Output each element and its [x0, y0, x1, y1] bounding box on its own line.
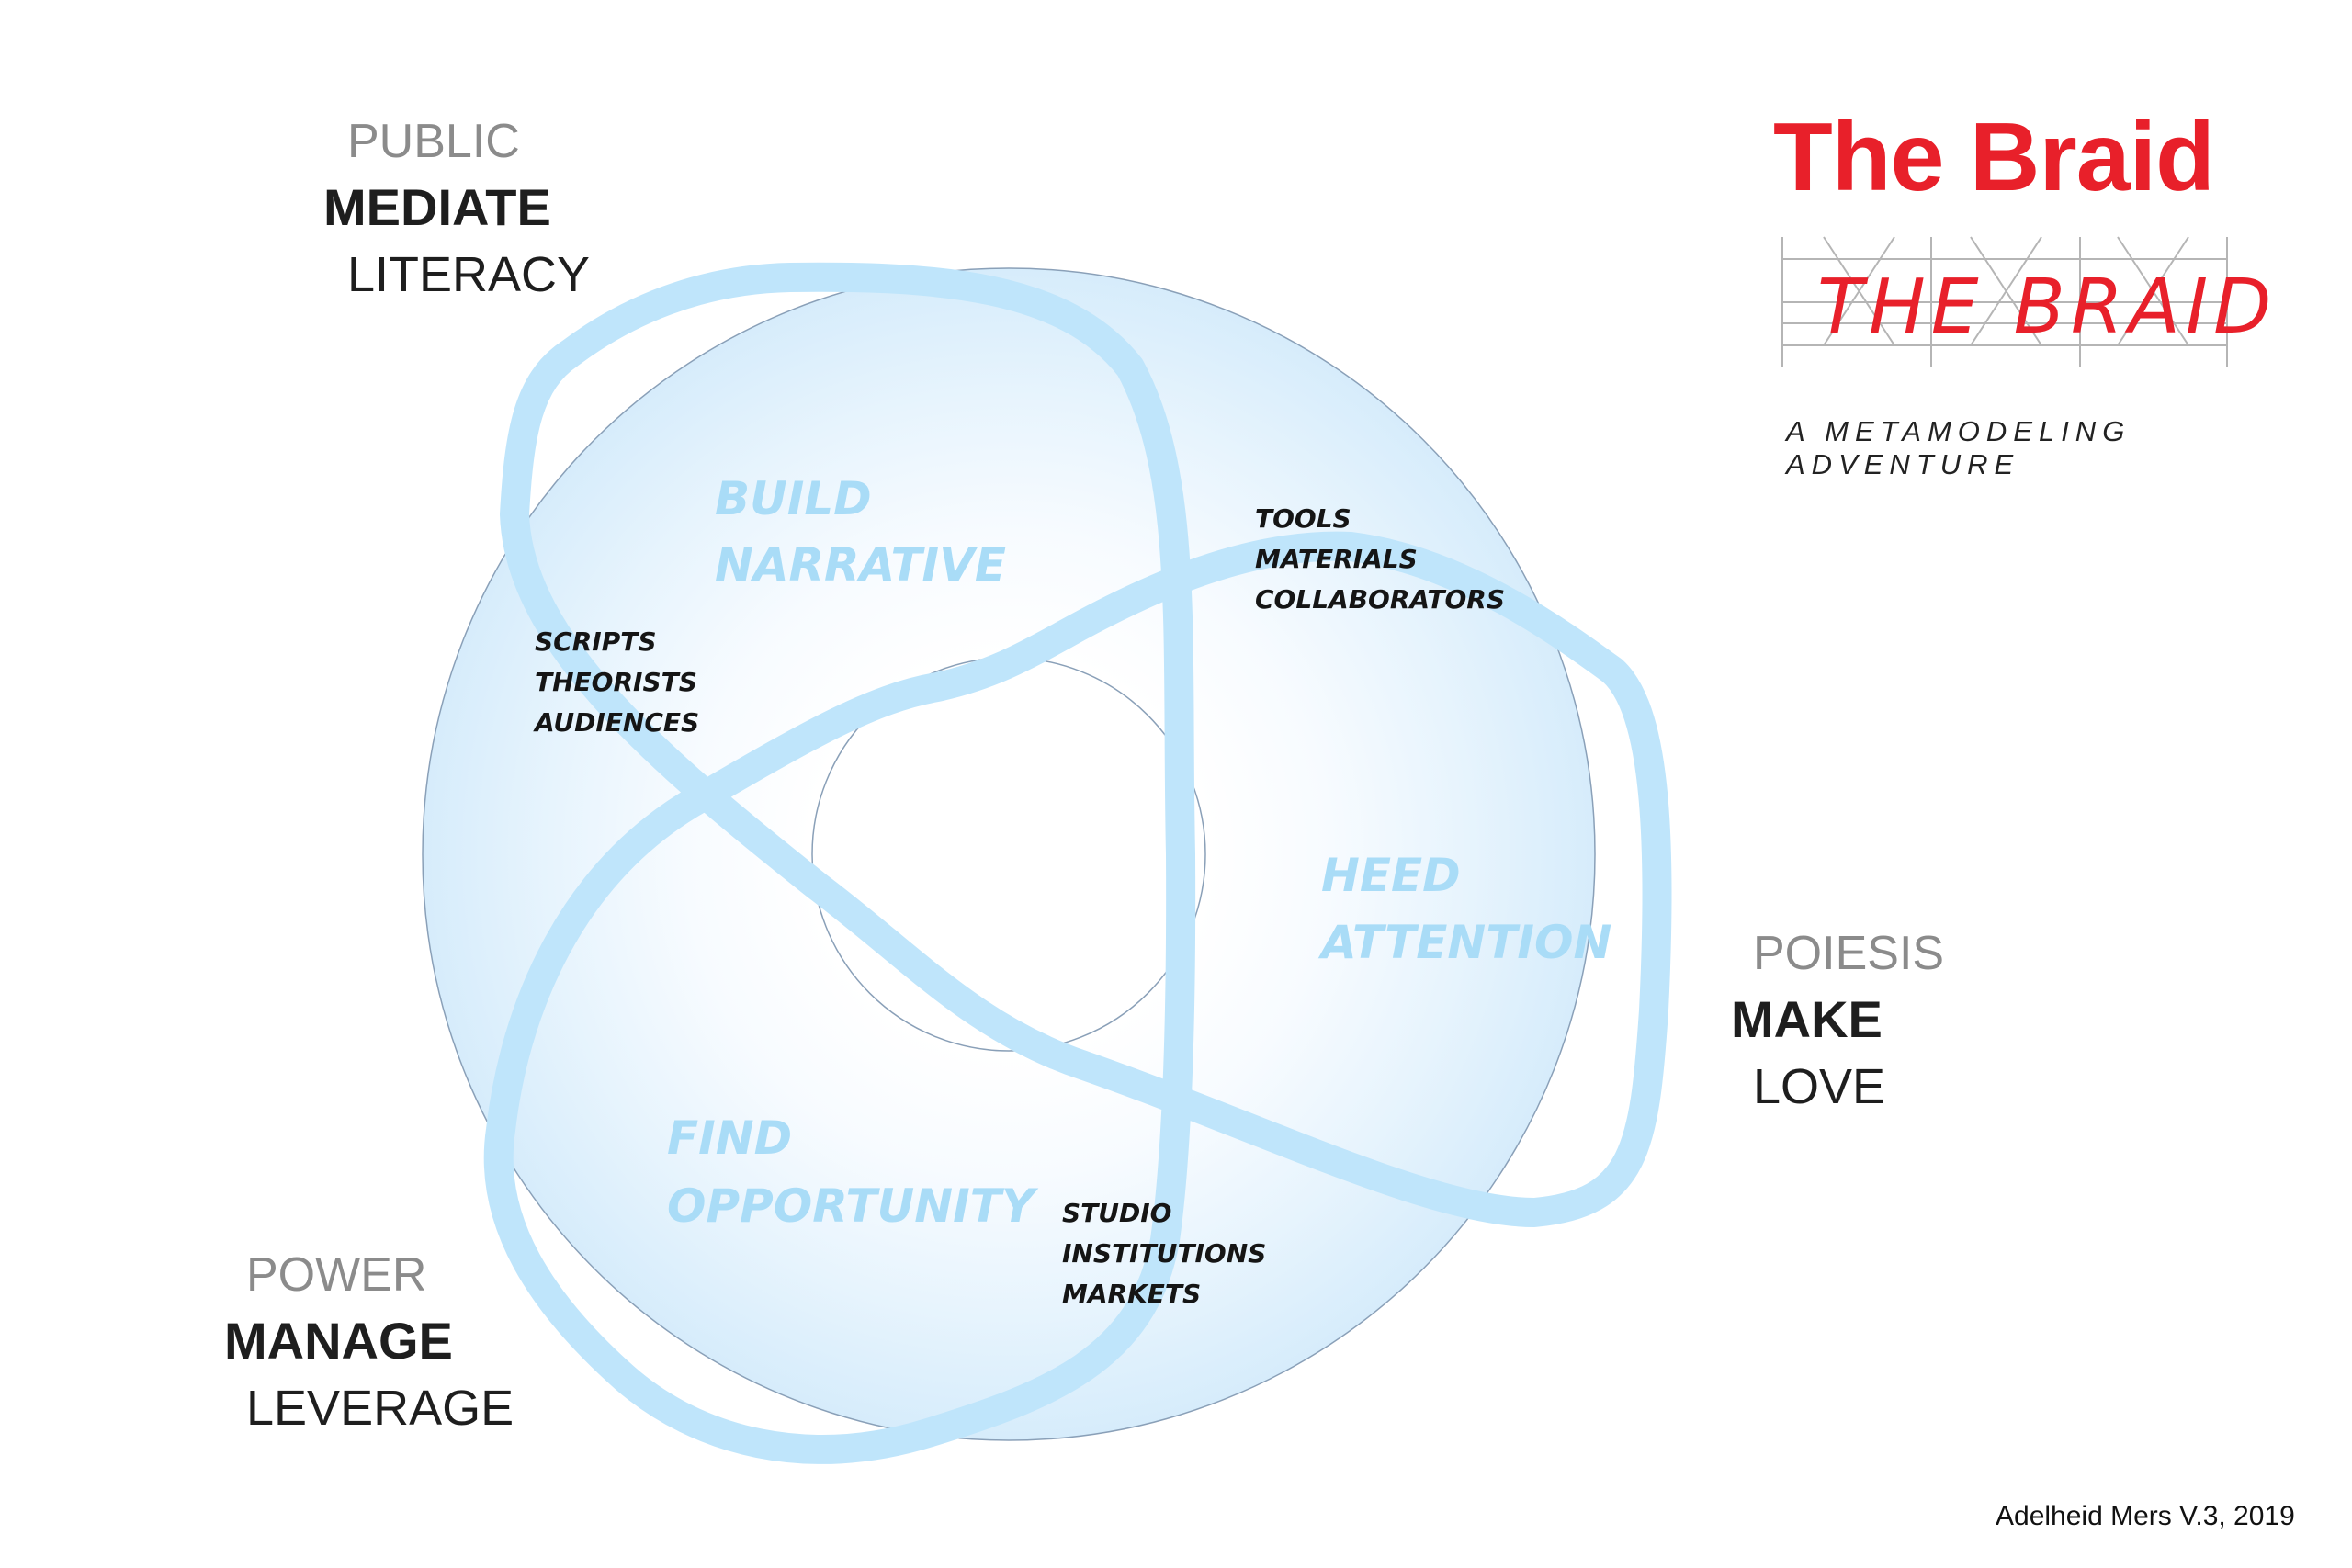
corner-power-label: POWER: [246, 1248, 427, 1302]
corner-leverage-label: LEVERAGE: [246, 1381, 514, 1436]
annotation-tools: TOOLS: [1255, 503, 1351, 534]
braid-logo-grid: [1781, 236, 2228, 367]
braid-logo-text: THE BRAID: [1817, 264, 2277, 351]
corner-literacy-label: LITERACY: [347, 247, 591, 302]
corner-mediate-label: MEDIATE: [323, 178, 551, 236]
corner-poiesis-label: POIESIS: [1753, 927, 1945, 980]
corner-poiesis: POIESIS MAKE LOVE: [1731, 927, 1945, 1114]
annotation-institutions: INSTITUTIONS: [1062, 1238, 1266, 1269]
lobe-heed-line1: HEED: [1321, 849, 1461, 902]
annotation-scripts: SCRIPTS: [535, 626, 656, 657]
lobe-build-line1: BUILD: [715, 472, 872, 525]
credit-text: Adelheid Mers V.3, 2019: [1996, 1501, 2295, 1531]
lobe-build-line2: NARRATIVE: [715, 538, 1006, 592]
braid-logo: THE BRAID: [1781, 236, 2277, 367]
annotation-theorists: THEORISTS: [535, 667, 697, 697]
corner-manage-label: MANAGE: [224, 1312, 453, 1370]
annotation-studio: STUDIO: [1062, 1198, 1171, 1228]
annotation-materials: MATERIALS: [1255, 544, 1418, 574]
brand-title: The Braid: [1773, 103, 2215, 211]
corner-power: POWER MANAGE LEVERAGE: [224, 1248, 514, 1436]
corner-make-label: MAKE: [1731, 990, 1883, 1048]
corner-love-label: LOVE: [1753, 1059, 1886, 1114]
braid-strand-upper: [483, 262, 1672, 1464]
lobe-find-line2: OPPORTUNITY: [667, 1179, 1039, 1233]
annotation-markets: MARKETS: [1062, 1279, 1201, 1309]
lobe-find-line1: FIND: [667, 1111, 792, 1165]
braid-band: [483, 262, 1672, 1464]
annotation-collaborators: COLLABORATORS: [1255, 584, 1505, 615]
lobe-heed-line2: ATTENTION: [1317, 916, 1611, 969]
corner-public: PUBLIC MEDIATE LITERACY: [323, 115, 591, 302]
brand-subtitle: A METAMODELING ADVENTURE: [1786, 415, 2132, 480]
corner-public-label: PUBLIC: [347, 115, 520, 168]
annotation-audiences: AUDIENCES: [533, 707, 699, 738]
